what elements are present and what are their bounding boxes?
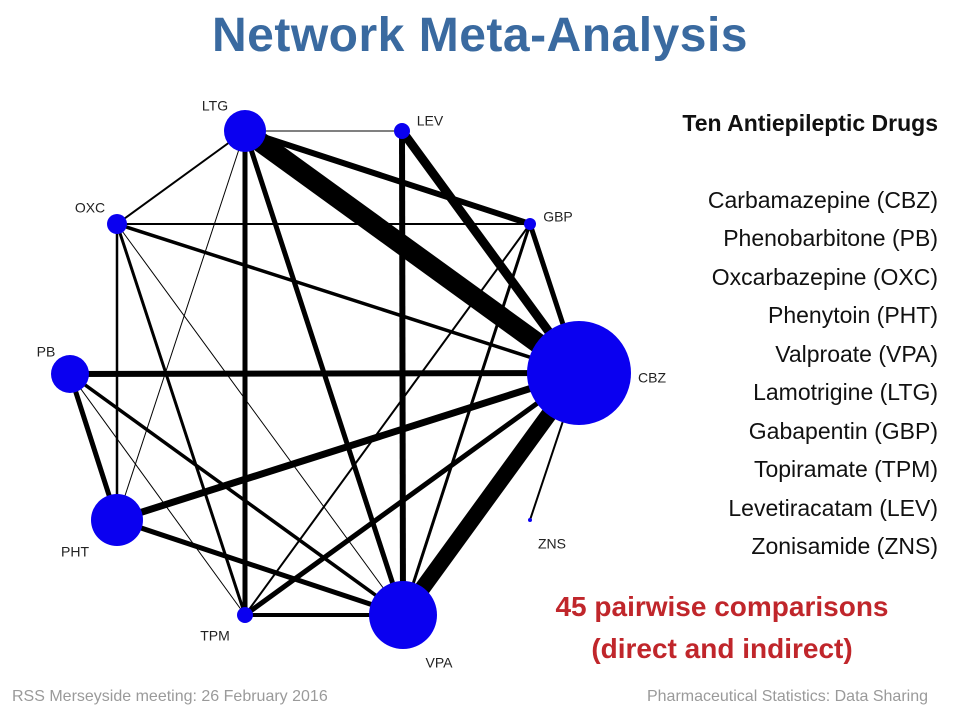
- footer-series: Pharmaceutical Statistics: Data Sharing: [646, 688, 928, 705]
- edge-oxc-tpm: [115, 223, 247, 616]
- drug-item: Oxcarbazepine (OXC): [711, 263, 938, 290]
- edge-tpm-cbz: [243, 370, 581, 618]
- comparisons-line-1: 45 pairwise comparisons: [555, 591, 889, 622]
- edge-lev-vpa: [399, 130, 406, 616]
- drug-list-heading: Ten Antiepileptic Drugs: [682, 110, 938, 136]
- node-vpa: [369, 581, 437, 649]
- node-label-tpm: TPM: [200, 628, 230, 644]
- node-label-pb: PB: [37, 344, 56, 360]
- network-nodes: [51, 110, 631, 649]
- drug-item: Phenobarbitone (PB): [723, 225, 938, 251]
- edge-pb-tpm: [69, 373, 246, 616]
- node-pb: [51, 355, 89, 393]
- edge-ltg-gbp: [244, 128, 531, 227]
- node-cbz: [527, 321, 631, 425]
- edge-pb-vpa: [68, 372, 405, 617]
- drug-item: Carbamazepine (CBZ): [707, 186, 938, 213]
- edge-oxc-ltg: [116, 130, 246, 225]
- drug-item: Lamotrigine (LTG): [753, 379, 938, 405]
- node-label-lev: LEV: [417, 113, 444, 129]
- node-zns: [528, 518, 532, 522]
- node-label-cbz: CBZ: [638, 370, 666, 386]
- node-label-gbp: GBP: [543, 209, 573, 225]
- edge-pht-ltg: [116, 130, 246, 521]
- drug-item: Gabapentin (GBP): [748, 417, 938, 444]
- drug-list-panel: Ten Antiepileptic Drugs Carbamazepine (C…: [598, 104, 938, 566]
- comparisons-note: 45 pairwise comparisons (direct and indi…: [512, 586, 932, 670]
- drug-list: Carbamazepine (CBZ) Phenobarbitone (PB) …: [598, 181, 938, 566]
- node-pht: [91, 494, 143, 546]
- page-title: Network Meta-Analysis: [212, 9, 748, 62]
- node-lev: [394, 123, 410, 139]
- footer-meeting: RSS Merseyside meeting: 26 February 2016: [12, 688, 328, 705]
- drug-item: Valproate (VPA): [775, 340, 938, 367]
- network-labels: LTG LEV GBP CBZ ZNS VPA TPM PHT PB OXC: [37, 98, 667, 671]
- node-gbp: [524, 218, 536, 230]
- node-label-ltg: LTG: [202, 98, 228, 114]
- edge-vpa-gbp: [401, 223, 532, 616]
- node-oxc: [107, 214, 127, 234]
- node-ltg: [224, 110, 266, 152]
- drug-item: Phenytoin (PHT): [767, 302, 938, 328]
- node-label-pht: PHT: [61, 544, 89, 560]
- edge-oxc-vpa: [116, 223, 404, 616]
- edge-pht-vpa: [116, 517, 404, 618]
- edge-gbp-tpm: [244, 223, 531, 616]
- comparisons-line-2: (direct and indirect): [591, 633, 853, 664]
- edge-ltg-vpa: [242, 130, 406, 616]
- edge-oxc-cbz: [116, 222, 580, 375]
- node-label-zns: ZNS: [538, 536, 566, 552]
- node-label-oxc: OXC: [75, 200, 105, 216]
- edge-ltg-cbz: [239, 122, 585, 382]
- node-tpm: [237, 607, 253, 623]
- network-edges: [67, 122, 586, 620]
- node-label-vpa: VPA: [426, 655, 454, 671]
- drug-item: Levetiracatam (LEV): [728, 494, 938, 521]
- drug-item: Topiramate (TPM): [753, 456, 938, 482]
- drug-item: Zonisamide (ZNS): [751, 533, 938, 559]
